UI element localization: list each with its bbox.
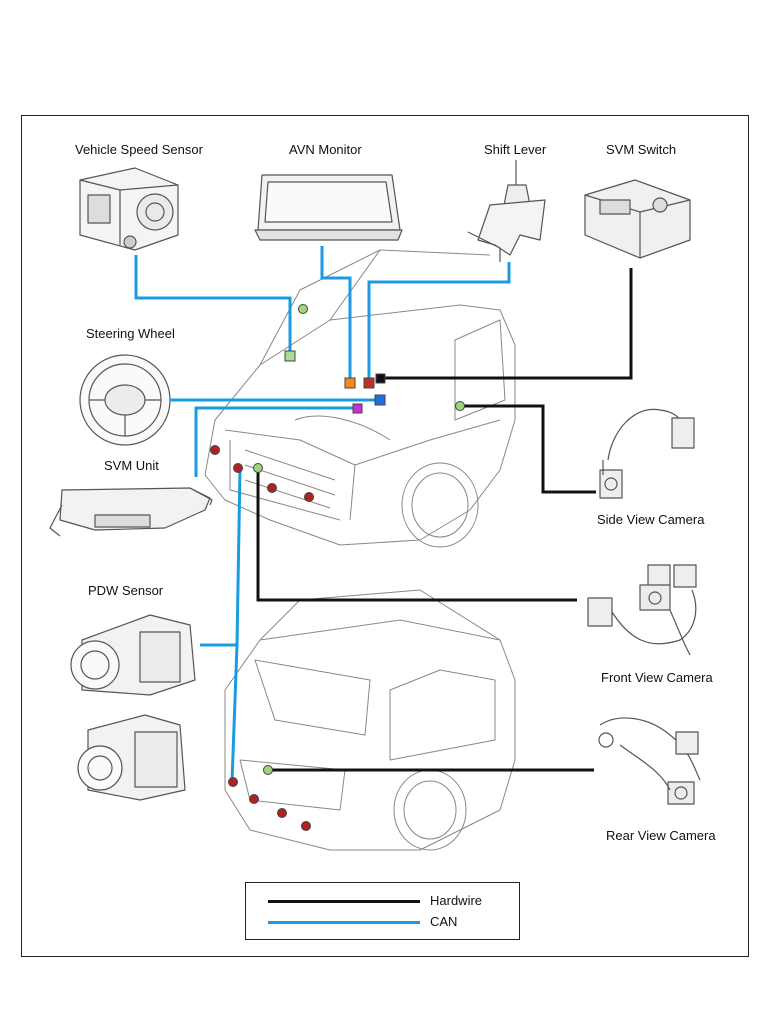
can-wire-speed-sensor (134, 255, 292, 355)
pdw-sensor-image-1 (70, 614, 196, 696)
legend-hardwire-swatch (268, 900, 420, 903)
pdw-front-dot (304, 492, 314, 502)
hardwire-side-view-camera (460, 404, 596, 494)
front-vehicle-outline (204, 249, 516, 548)
legend-can-label: CAN (430, 914, 458, 929)
steering-node (374, 394, 386, 406)
legend-can-swatch (268, 921, 420, 924)
front-view-camera-image (587, 564, 697, 656)
legend: Hardwire CAN (245, 882, 520, 940)
can-wire-pdw-rear (230, 644, 239, 783)
side-view-camera-image (599, 408, 695, 499)
pdw-front-dot (233, 463, 243, 473)
pdw-front-dot (267, 483, 277, 493)
steering-wheel-image (79, 354, 171, 446)
hardwire-svm-switch (381, 268, 633, 380)
label-pdw-sensor: PDW Sensor (88, 583, 164, 598)
camera-node-mirror (298, 304, 308, 314)
vehicle-speed-sensor-image (79, 167, 179, 251)
rear-view-camera-image (598, 717, 701, 805)
svm-switch-node (375, 373, 386, 384)
diagram-frame (21, 115, 749, 957)
label-front-view-camera: Front View Camera (601, 670, 713, 685)
pdw-front-dot (210, 445, 220, 455)
pdw-rear-dot (228, 777, 238, 787)
speed-sensor-node (284, 350, 296, 362)
can-wire-svm-unit (194, 406, 356, 477)
legend-hardwire-label: Hardwire (430, 893, 483, 908)
pdw-sensor-image-2 (77, 714, 186, 801)
label-rear-view-camera: Rear View Camera (606, 828, 716, 843)
avn-monitor-image (254, 174, 403, 241)
label-steering-wheel: Steering Wheel (86, 326, 175, 341)
hardwire-front-view-camera (256, 468, 577, 602)
shift-lever-node (363, 377, 375, 389)
pdw-rear-dot (249, 794, 259, 804)
pdw-rear-dot (301, 821, 311, 831)
label-side-view-camera: Side View Camera (597, 512, 705, 527)
label-vehicle-speed-sensor: Vehicle Speed Sensor (75, 142, 203, 157)
svm-switch-image (584, 179, 691, 259)
rear-vehicle-outline (224, 589, 516, 851)
front-camera-node (253, 463, 263, 473)
can-wire-shift-lever (367, 262, 511, 378)
svm-unit-node (352, 403, 363, 414)
side-camera-node (455, 401, 465, 411)
label-svm-switch: SVM Switch (606, 142, 677, 157)
label-svm-unit: SVM Unit (104, 458, 159, 473)
rear-camera-node (263, 765, 273, 775)
pdw-rear-dot (277, 808, 287, 818)
shift-lever-image (467, 160, 546, 262)
label-avn-monitor: AVN Monitor (289, 142, 362, 157)
can-wire-avn-monitor (320, 246, 352, 378)
svm-unit-image (49, 487, 213, 537)
label-shift-lever: Shift Lever (484, 142, 547, 157)
avn-node (344, 377, 356, 389)
